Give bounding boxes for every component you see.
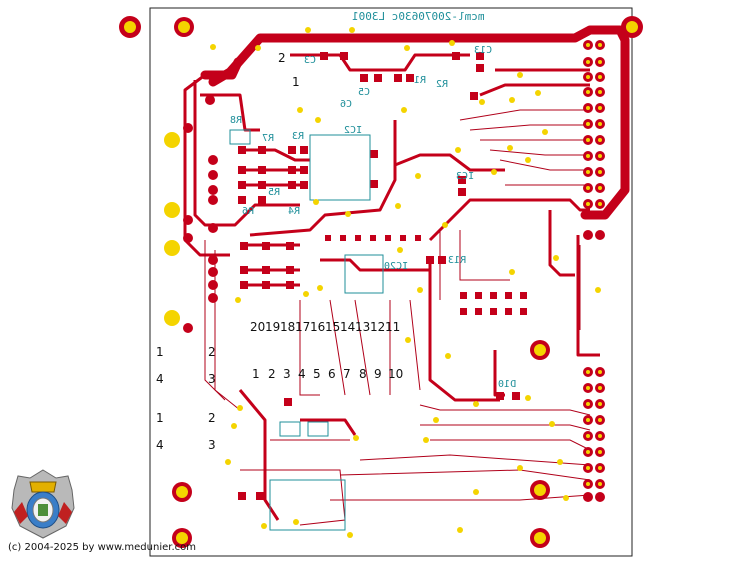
- lower-pin-3: 3: [283, 367, 291, 381]
- connector-pin-top-1: 1: [292, 75, 300, 89]
- medunier-crest-logo: [11, 469, 75, 539]
- block-b-pin-4: 4: [156, 438, 164, 452]
- upper-pin-17: 17: [295, 320, 311, 334]
- upper-pin-13: 13: [355, 320, 371, 334]
- designator-c3: C3: [304, 55, 317, 66]
- designator-d10: D10: [498, 379, 517, 390]
- designator-r1: R1: [414, 75, 427, 86]
- dip-header: [325, 235, 527, 315]
- designator-r8: R8: [230, 115, 243, 126]
- copyright-notice: (c) 2004-2025 by www.medunier.com: [8, 542, 196, 553]
- left-pad-column: [183, 95, 218, 333]
- upper-pin-18: 18: [280, 320, 296, 334]
- lower-pin-7: 7: [343, 367, 351, 381]
- designator-r13: R13: [448, 255, 467, 266]
- block-b-pin-1: 1: [156, 411, 164, 425]
- block-a-pin-2: 2: [208, 345, 216, 359]
- upper-pin-11: 11: [385, 320, 401, 334]
- block-a-pin-4: 4: [156, 372, 164, 386]
- designator-c5: C5: [358, 87, 371, 98]
- designator-r2: R2: [436, 79, 449, 90]
- upper-pin-16: 16: [310, 320, 326, 334]
- power-traces: [200, 25, 630, 220]
- lower-pin-5: 5: [313, 367, 321, 381]
- designator-ic3: IC3: [456, 171, 475, 182]
- lower-pin-4: 4: [298, 367, 306, 381]
- vias: [210, 27, 601, 538]
- board-revision-label: mcml-20070630c L3001: [352, 10, 485, 23]
- designator-r3: R3: [292, 131, 305, 142]
- lower-pin-6: 6: [328, 367, 336, 381]
- upper-pin-15: 15: [325, 320, 341, 334]
- ic-outlines: [229, 129, 384, 531]
- block-b-pin-3: 3: [208, 438, 216, 452]
- upper-pin-12: 12: [370, 320, 386, 334]
- upper-pin-19: 19: [265, 320, 281, 334]
- designator-c6: C6: [340, 99, 353, 110]
- designator-ic2: IC2: [344, 125, 363, 136]
- block-a-pin-3: 3: [208, 372, 216, 386]
- designator-r6: R6: [242, 206, 255, 217]
- lower-pin-8: 8: [359, 367, 367, 381]
- designator-r4: R4: [288, 206, 301, 217]
- block-a-pin-1: 1: [156, 345, 164, 359]
- connector-pin-top-2: 2: [278, 51, 286, 65]
- designator-ic20: IC20: [384, 261, 409, 272]
- signal-traces: [183, 53, 600, 521]
- board-outline: [149, 7, 633, 557]
- lower-pin-10: 10: [388, 367, 404, 381]
- upper-pin-20: 20: [250, 320, 266, 334]
- designator-r7: R7: [262, 133, 275, 144]
- lower-pin-1: 1: [252, 367, 260, 381]
- block-b-pin-2: 2: [208, 411, 216, 425]
- designator-r5: R5: [268, 187, 281, 198]
- right-connector-header: [583, 40, 605, 502]
- designator-c13: C13: [474, 45, 493, 56]
- smd-footprints: [238, 52, 520, 500]
- lower-pin-9: 9: [374, 367, 382, 381]
- lower-pin-2: 2: [268, 367, 276, 381]
- upper-pin-14: 14: [340, 320, 356, 334]
- corner-mounting-holes: [119, 16, 643, 548]
